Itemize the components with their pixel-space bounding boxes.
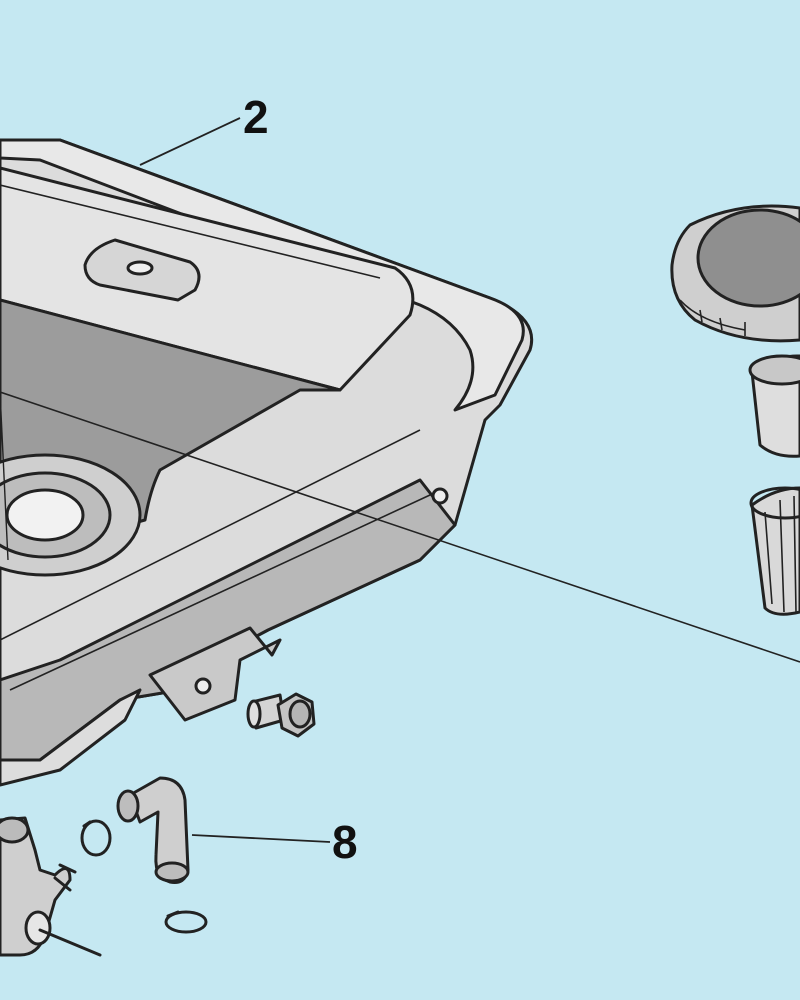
fuel-cap[interactable] <box>670 204 800 343</box>
hose-clip-upper[interactable] <box>80 819 112 857</box>
callout-2: 2 <box>139 91 269 166</box>
filter-basket[interactable] <box>749 486 800 616</box>
assembly-lines <box>0 391 800 663</box>
fuel-tank[interactable] <box>0 138 533 787</box>
leader-line-8 <box>191 834 331 843</box>
fuel-hose[interactable] <box>116 776 190 884</box>
callout-label-8: 8 <box>332 816 358 868</box>
fuel-valve[interactable] <box>0 816 102 957</box>
flange-bolt[interactable] <box>246 692 316 738</box>
strainer-collar[interactable] <box>748 354 800 458</box>
callout-label-2: 2 <box>243 91 269 143</box>
leader-line-2 <box>139 117 241 166</box>
hose-clip-lower[interactable] <box>164 910 208 934</box>
callout-8: 8 <box>191 816 358 868</box>
